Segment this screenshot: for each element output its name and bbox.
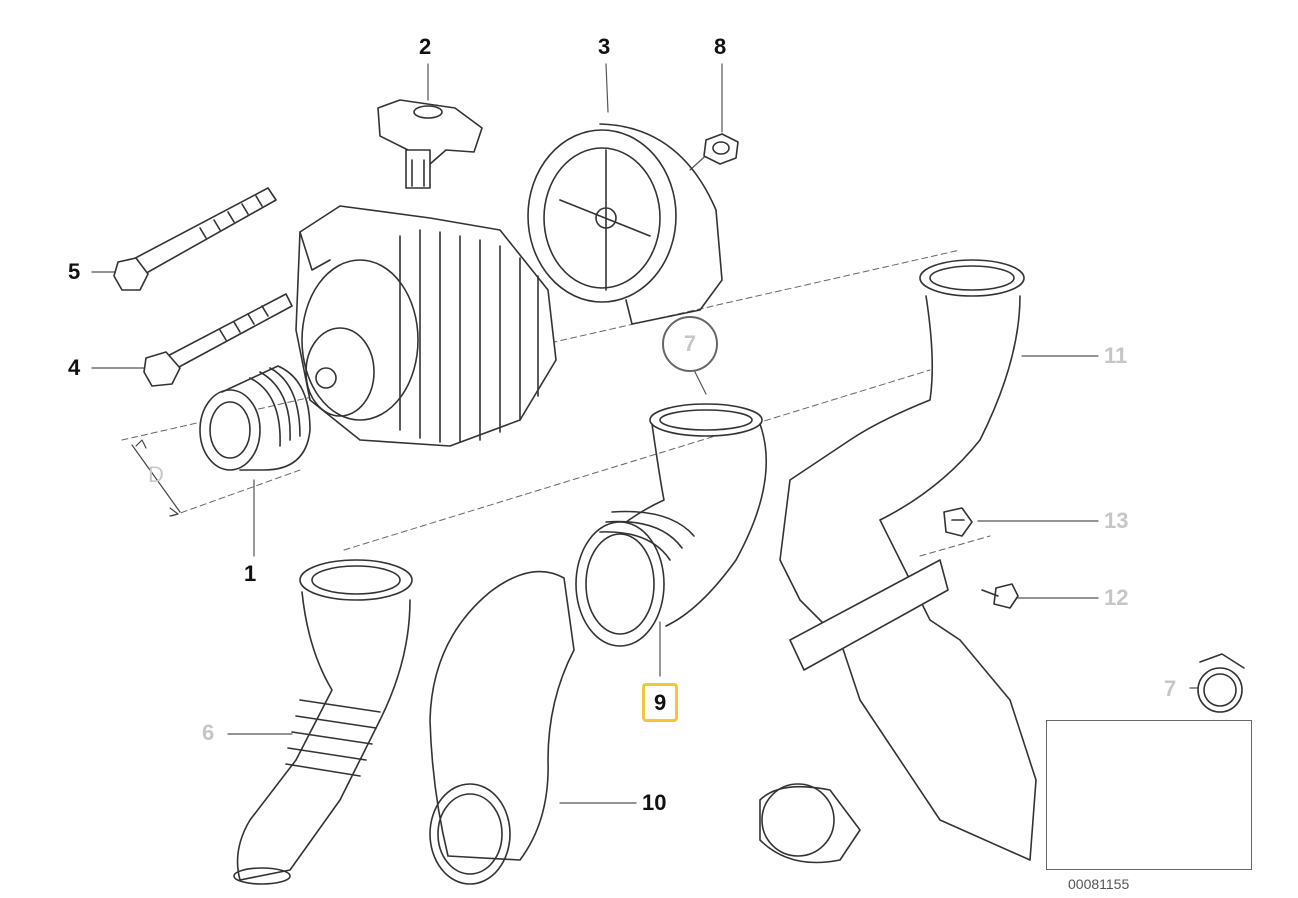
part-label-6[interactable]: 6: [202, 720, 215, 745]
part-label-2[interactable]: 2: [419, 34, 432, 59]
part-7-clamp: [1197, 653, 1245, 713]
part-label-12[interactable]: 12: [1104, 585, 1129, 610]
part-label-7-circle[interactable]: 7: [662, 316, 718, 372]
part-12-screw: [981, 583, 1019, 609]
part-label-13[interactable]: 13: [1104, 508, 1129, 533]
part-10-hose: [429, 570, 575, 885]
part-4-bolt: [143, 293, 293, 387]
leader-lines: [91, 63, 1201, 804]
part-8-nut: [703, 133, 739, 165]
part-2-regulator: [377, 99, 483, 189]
drawing-code: 00081155: [1068, 876, 1130, 892]
alternator-body: [295, 205, 557, 447]
part-9-bellows: [575, 403, 768, 647]
part-13-clip: [943, 507, 973, 537]
dimension-d-lines: [131, 439, 181, 517]
part-11-duct: [759, 259, 1037, 864]
part-5-bolt: [113, 187, 277, 291]
part-label-7-clamp[interactable]: 7: [1164, 676, 1177, 701]
part-label-10[interactable]: 10: [642, 790, 667, 815]
part-label-9-highlighted[interactable]: 9: [642, 683, 679, 722]
part-6-hose: [233, 559, 413, 885]
dimension-label: D: [148, 462, 164, 487]
part-label-8[interactable]: 8: [714, 34, 727, 59]
part-label-5[interactable]: 5: [68, 259, 81, 284]
part-1-pulley: [199, 365, 311, 471]
part-label-1[interactable]: 1: [244, 561, 257, 586]
part-label-4[interactable]: 4: [68, 355, 81, 380]
part-3-cover: [527, 123, 723, 325]
part-label-11[interactable]: 11: [1104, 343, 1128, 368]
vehicle-inset: [1046, 720, 1252, 870]
part-label-3[interactable]: 3: [598, 34, 611, 59]
